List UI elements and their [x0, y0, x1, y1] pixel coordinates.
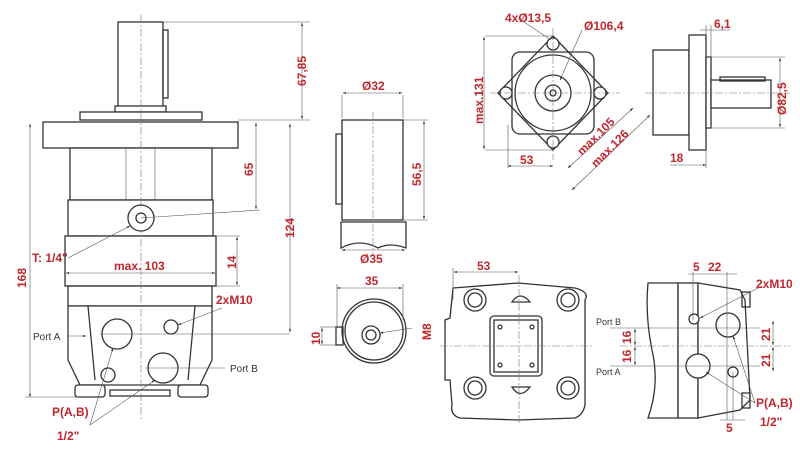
m10-hole [100, 367, 116, 383]
side-view: 67,85 65 124 14 168 max. 103 T: 1/4" 2xM… [15, 15, 310, 443]
rear-view: 53 [440, 259, 592, 425]
dim-flange-to-ports: 124 [283, 218, 297, 238]
shaft-end-view: 35 10 M8 [309, 274, 434, 364]
label-port-size: P(A,B) [756, 396, 793, 410]
dim-flange-to-tport: 65 [242, 162, 256, 176]
label-thread: M8 [420, 323, 434, 340]
label-port-size-value: 1/2" [57, 429, 79, 443]
dim-total-height: 168 [15, 268, 29, 288]
dim-key-height: 10 [309, 331, 323, 345]
dim-21-a: 21 [759, 327, 773, 341]
dim-22: 22 [708, 260, 722, 274]
flange-side-view: 6,1 Ø82,5 18 [645, 17, 790, 168]
port-b-hole [715, 312, 741, 338]
shaft-view: Ø32 56,5 Ø35 [335, 79, 428, 266]
label-threads: 2xM10 [216, 293, 253, 307]
label-port-a: Port A [596, 367, 621, 377]
m10-hole [688, 313, 700, 325]
dim-max-height: max.131 [472, 76, 486, 124]
output-shaft [117, 21, 164, 111]
dim-offset: 53 [477, 259, 491, 273]
flange-plate [688, 34, 707, 151]
dim-shaft-length: 56,5 [410, 162, 424, 186]
label-t-port: T: 1/4" [32, 251, 68, 265]
dim-5-top: 5 [693, 260, 700, 274]
dim-offset: 53 [520, 153, 534, 167]
dim-max-width: max. 103 [114, 259, 165, 273]
dim-shaft-diameter: Ø32 [362, 79, 385, 93]
dim-pilot-diameter: Ø82,5 [775, 82, 789, 115]
label-port-size: P(A,B) [52, 405, 89, 419]
dim-collar-diameter: Ø35 [360, 252, 383, 266]
label-threads: 2xM10 [756, 277, 793, 291]
m10-hole [163, 319, 179, 335]
dim-16-b: 16 [620, 349, 634, 363]
shaft-collar [340, 221, 407, 250]
dim-pilot-diameter: Ø106,4 [584, 19, 624, 33]
dim-5-bottom: 5 [726, 421, 733, 435]
dim-band-height: 14 [225, 255, 239, 269]
flange-front-view: 4xØ13,5 Ø106,4 max.131 53 max.105 max.12… [472, 11, 651, 191]
label-holes: 4xØ13,5 [505, 11, 551, 25]
dim-pilot-depth: 6,1 [714, 17, 731, 31]
shaft-body [341, 119, 404, 221]
output-shaft [710, 79, 772, 109]
mounting-flange [42, 121, 239, 149]
dim-16-a: 16 [620, 330, 634, 344]
dim-flange-thickness: 18 [670, 151, 684, 165]
dim-21-b: 21 [759, 353, 773, 367]
shaft-key [335, 133, 343, 205]
label-port-a: Port A [33, 332, 61, 343]
dim-shaft-length: 67,85 [295, 56, 309, 86]
label-port-b: Port B [596, 317, 621, 327]
label-port-b: Port B [230, 364, 258, 375]
label-port-size-value: 1/2" [760, 415, 782, 429]
shaft-key [162, 29, 169, 99]
rear-cover [444, 282, 587, 421]
dim-end-width: 35 [365, 274, 379, 288]
port-view: 5 22 2xM10 Port B Port A 16 16 21 21 P(A… [596, 260, 793, 435]
